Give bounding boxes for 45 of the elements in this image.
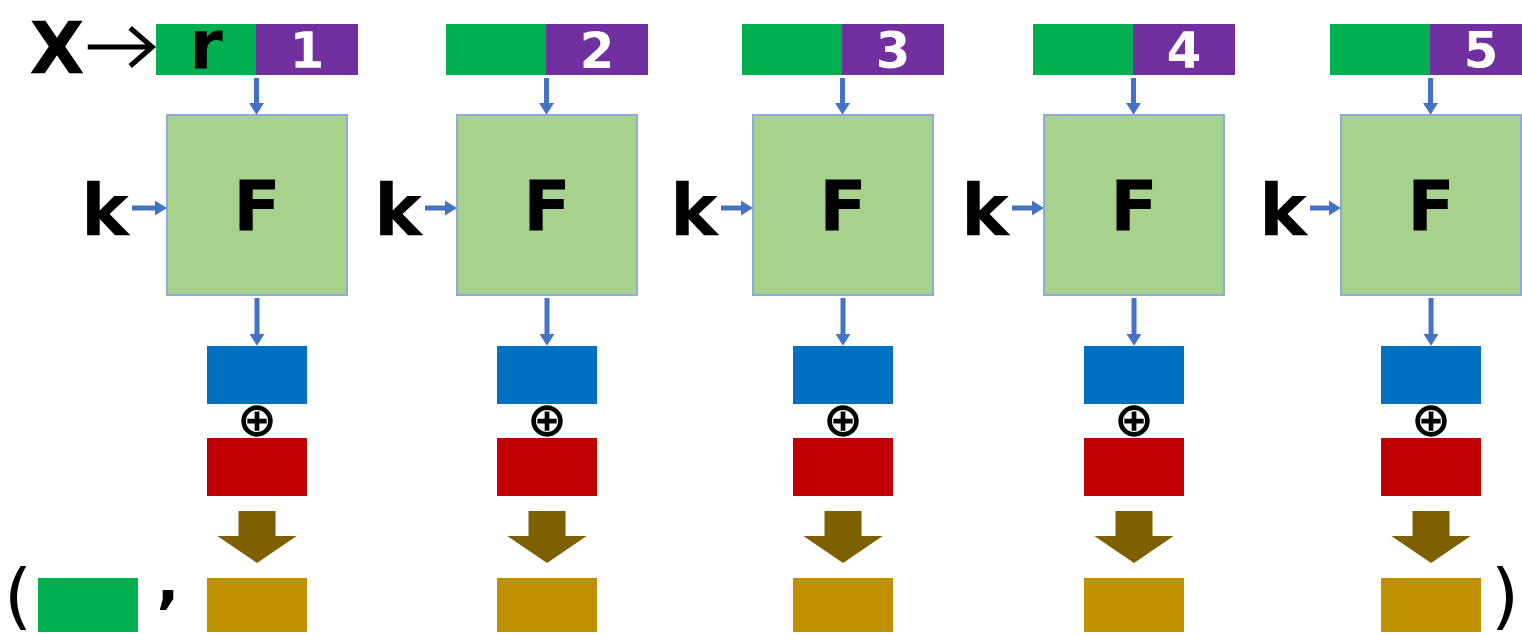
keystream-block: [793, 346, 893, 404]
ciphertext-block: [207, 578, 307, 632]
key-label: k: [87, 180, 131, 236]
key-label: k: [676, 180, 720, 236]
xor-symbol: ⊕: [241, 405, 273, 437]
key-label: k: [1265, 180, 1309, 236]
function-box: F: [456, 114, 638, 296]
keystream-block: [497, 346, 597, 404]
plaintext-block: [497, 438, 597, 496]
keystream-block: [207, 346, 307, 404]
counter-block: 2: [546, 24, 648, 75]
function-box: F: [752, 114, 934, 296]
nonce-block: [446, 24, 546, 75]
counter-block: 3: [842, 24, 944, 75]
counter-block: 5: [1430, 24, 1522, 75]
parenthesis: ): [1496, 565, 1513, 631]
counter-block: 4: [1133, 24, 1235, 75]
xor-symbol: ⊕: [1415, 405, 1447, 437]
xor-symbol: ⊕: [531, 405, 563, 437]
ciphertext-block: [497, 578, 597, 632]
key-label: k: [380, 180, 424, 236]
comma: ,: [159, 590, 174, 610]
function-box: F: [1043, 114, 1225, 296]
plaintext-block: [207, 438, 307, 496]
ciphertext-block: [1381, 578, 1481, 632]
function-box: F: [1340, 114, 1522, 296]
nonce-block: [1330, 24, 1430, 75]
nonce-block: r: [156, 24, 256, 75]
counter-block: 1: [256, 24, 358, 75]
variable-label: X: [30, 20, 84, 74]
parenthesis: (: [10, 565, 27, 631]
key-label: k: [967, 180, 1011, 236]
nonce-block: [38, 578, 138, 632]
plaintext-block: [1381, 438, 1481, 496]
ciphertext-block: [1084, 578, 1184, 632]
keystream-block: [1084, 346, 1184, 404]
keystream-block: [1381, 346, 1481, 404]
plaintext-block: [1084, 438, 1184, 496]
xor-symbol: ⊕: [1118, 405, 1150, 437]
function-box: F: [166, 114, 348, 296]
plaintext-block: [793, 438, 893, 496]
xor-symbol: ⊕: [827, 405, 859, 437]
nonce-block: [742, 24, 842, 75]
ciphertext-block: [793, 578, 893, 632]
nonce-block: [1033, 24, 1133, 75]
